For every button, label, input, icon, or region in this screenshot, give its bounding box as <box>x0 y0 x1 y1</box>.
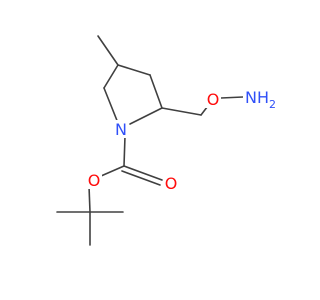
bond-carbonyl-c-o-ester <box>100 165 125 177</box>
atom-symbol: N <box>115 120 127 139</box>
bond-c2-c3 <box>103 64 119 89</box>
amino-subscript: 2 <box>269 98 276 111</box>
bond-carbonyl-double-2 <box>121 170 161 186</box>
bond-o-quaternary-c <box>88 185 91 213</box>
atom-label-ring-nitrogen: N <box>113 120 129 139</box>
atom-symbol: O <box>88 171 101 190</box>
bond-n-carbonyl-c <box>123 135 126 167</box>
bond-c5-ch2 <box>161 107 202 116</box>
atom-label-ester-oxygen: O <box>86 171 102 190</box>
atom-label-amino-group: NH2 <box>243 88 277 111</box>
atom-symbol: NH2 <box>245 88 276 111</box>
bond-c3-c4 <box>117 64 151 76</box>
amino-symbol: NH <box>245 88 269 107</box>
atom-symbol: O <box>207 90 220 109</box>
bond-c4-c5 <box>149 74 163 109</box>
bond-carbonyl-double-1 <box>123 165 163 181</box>
bond-o-n <box>220 96 244 99</box>
bond-c5-n <box>129 107 163 125</box>
bond-lines <box>56 35 244 246</box>
atom-symbol: O <box>165 174 178 193</box>
atom-label-carbonyl-oxygen: O <box>163 174 179 193</box>
bond-methyl <box>97 35 119 66</box>
molecule-structure-diagram: N O NH2 O O <box>56 35 277 246</box>
atom-label-ether-oxygen: O <box>205 90 221 109</box>
